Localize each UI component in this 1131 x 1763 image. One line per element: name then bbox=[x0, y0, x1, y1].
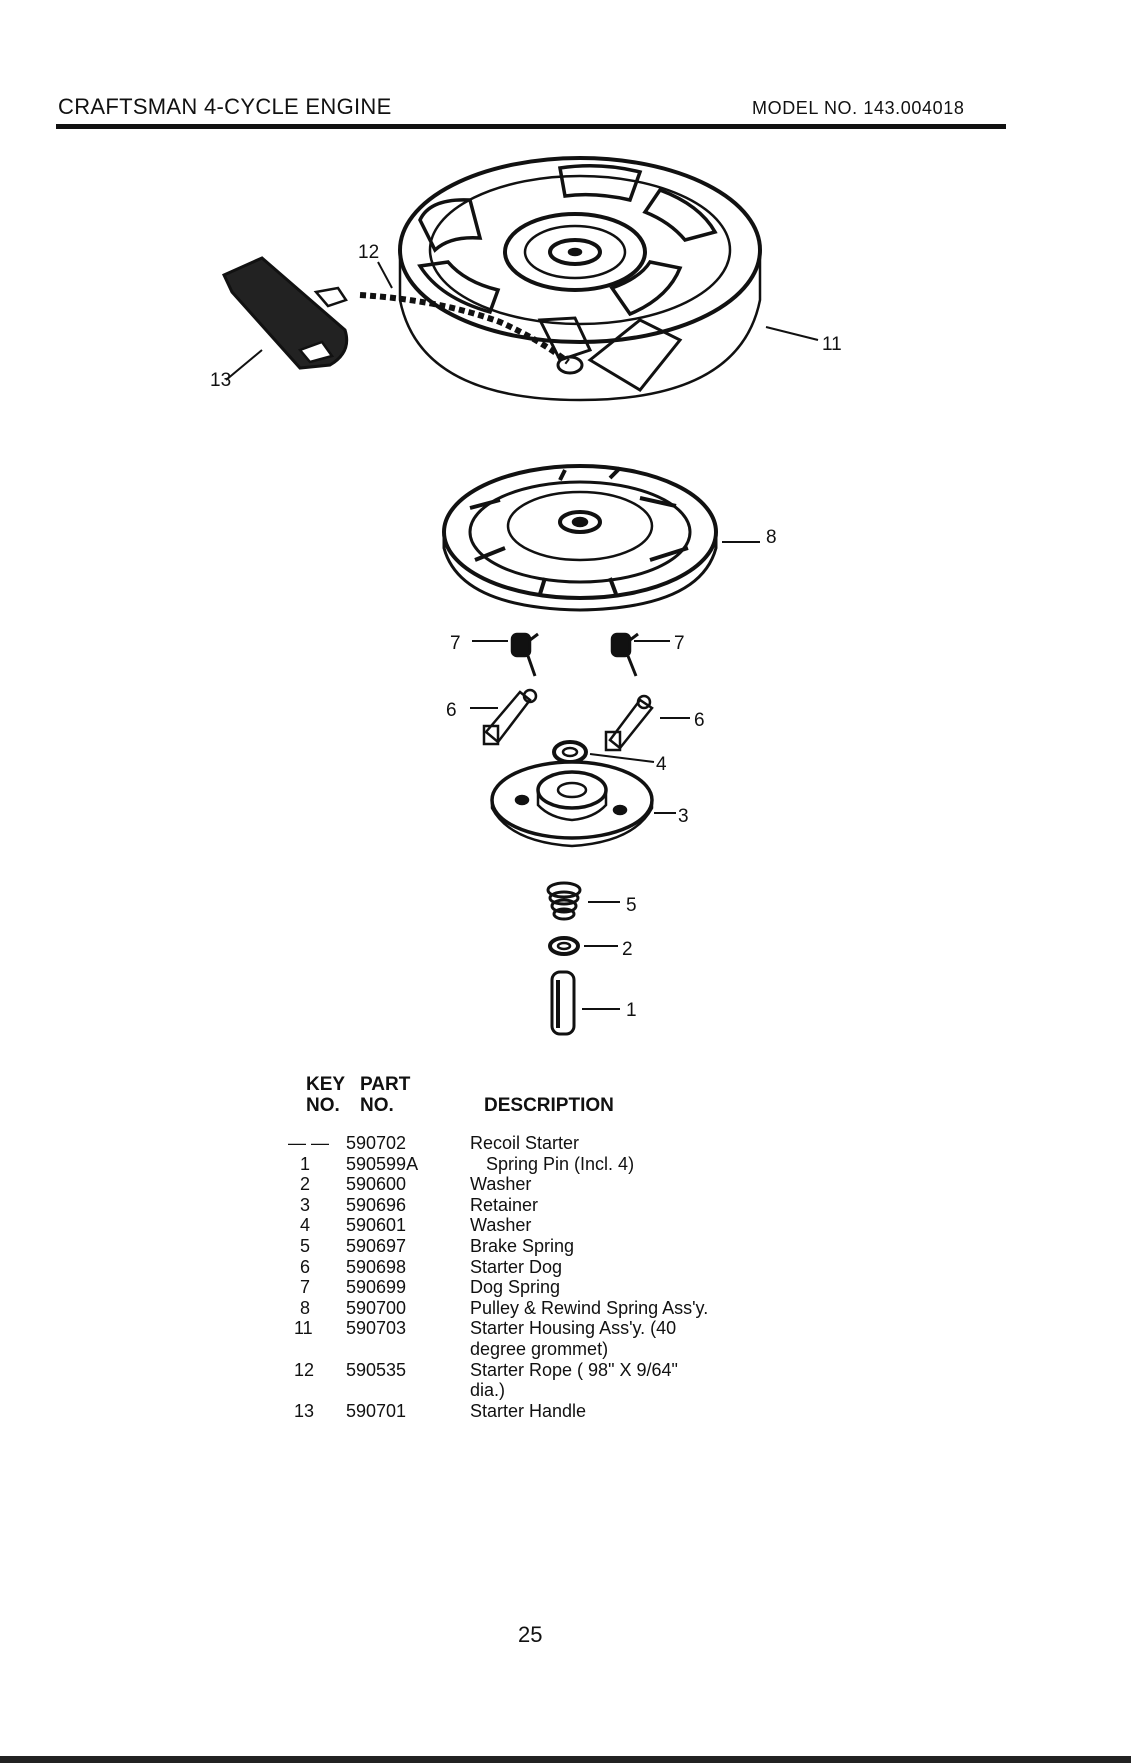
part-description: Washer bbox=[470, 1215, 532, 1236]
part-description: Washer bbox=[470, 1174, 532, 1195]
scan-bottom-edge bbox=[0, 1756, 1131, 1763]
part-description: Pulley & Rewind Spring Ass'y. bbox=[470, 1297, 709, 1318]
parts-row: 13 590701 Starter Handle bbox=[286, 1401, 770, 1422]
part-description: Dog Spring bbox=[470, 1277, 561, 1298]
callout-5: 5 bbox=[626, 895, 637, 916]
parts-row: 1 590599A Spring Pin (Incl. 4) bbox=[286, 1154, 770, 1175]
callout-numbers: 12 13 11 8 7 7 6 6 4 3 5 2 1 bbox=[210, 242, 842, 1021]
starter-dog-right-illustration bbox=[604, 694, 654, 752]
part-description: Spring Pin (Incl. 4) bbox=[486, 1153, 635, 1174]
key-no: 2 bbox=[300, 1174, 311, 1195]
part-no: 590697 bbox=[346, 1235, 407, 1256]
part-no: 590700 bbox=[346, 1297, 407, 1318]
header-rule bbox=[56, 124, 1006, 129]
key-no: 7 bbox=[300, 1277, 311, 1298]
part-no bbox=[346, 1380, 470, 1401]
key-no: 11 bbox=[294, 1318, 313, 1339]
callout-13: 13 bbox=[210, 370, 231, 391]
part-description: Starter Housing Ass'y. (40 bbox=[470, 1318, 677, 1339]
part-description: Starter Handle bbox=[470, 1400, 587, 1421]
page-number: 25 bbox=[518, 1622, 543, 1647]
leader-lines bbox=[225, 261, 819, 1010]
part-no: 590703 bbox=[346, 1318, 407, 1339]
part-no-header: PART NO. bbox=[360, 1074, 410, 1116]
part-description: Recoil Starter bbox=[470, 1133, 580, 1153]
key-no: 3 bbox=[300, 1194, 311, 1215]
key-no: 6 bbox=[300, 1256, 311, 1277]
model-number: MODEL NO. 143.004018 bbox=[752, 98, 965, 118]
part-description: Brake Spring bbox=[470, 1235, 575, 1256]
dog-spring-right-illustration bbox=[610, 632, 639, 677]
starter-dog-left-illustration bbox=[482, 688, 538, 746]
callout-11: 11 bbox=[822, 334, 842, 355]
exploded-parts-diagram: 12 13 11 8 7 7 6 6 4 3 5 2 1 bbox=[210, 156, 842, 1036]
parts-row-continuation: dia.) bbox=[286, 1380, 770, 1401]
manual-title: CRAFTSMAN 4-CYCLE ENGINE bbox=[58, 94, 392, 119]
starter-handle-illustration bbox=[221, 256, 349, 370]
description-header: DESCRIPTION bbox=[484, 1095, 614, 1116]
part-no: 590599A bbox=[346, 1153, 419, 1174]
key-no: 4 bbox=[300, 1215, 311, 1236]
parts-row: 7 590699 Dog Spring bbox=[286, 1277, 770, 1298]
parts-row: 3 590696 Retainer bbox=[286, 1195, 770, 1216]
key-no: 1 bbox=[300, 1153, 311, 1174]
part-no: 590698 bbox=[346, 1256, 407, 1277]
washer-2-illustration bbox=[548, 936, 580, 956]
part-no: 590701 bbox=[346, 1400, 407, 1421]
callout-3: 3 bbox=[678, 806, 689, 827]
part-description: dia.) bbox=[470, 1380, 506, 1401]
parts-row: 12 590535 Starter Rope ( 98" X 9/64" bbox=[286, 1360, 770, 1381]
part-no: 590699 bbox=[346, 1277, 407, 1298]
callout-4: 4 bbox=[656, 754, 667, 775]
part-no: 590535 bbox=[346, 1359, 407, 1380]
part-no: 590601 bbox=[346, 1215, 407, 1236]
part-description: degree grommet) bbox=[470, 1338, 609, 1359]
callout-6-left: 6 bbox=[446, 700, 457, 721]
callout-2: 2 bbox=[622, 939, 633, 960]
key-no: 13 bbox=[294, 1400, 315, 1421]
parts-row: 8 590700 Pulley & Rewind Spring Ass'y. bbox=[286, 1298, 770, 1319]
parts-row: 5 590697 Brake Spring bbox=[286, 1236, 770, 1257]
starter-housing-illustration bbox=[398, 156, 762, 402]
part-no: 590696 bbox=[346, 1194, 407, 1215]
part-header-line1: PART bbox=[360, 1074, 411, 1095]
key-no: 12 bbox=[294, 1359, 315, 1380]
parts-row: 2 590600 Washer bbox=[286, 1174, 770, 1195]
key-no: 8 bbox=[300, 1297, 311, 1318]
dog-spring-left-illustration bbox=[510, 632, 539, 677]
spring-pin-illustration bbox=[550, 970, 576, 1036]
key-no: 5 bbox=[300, 1235, 311, 1256]
parts-row: — — 590702 Recoil Starter bbox=[286, 1133, 770, 1154]
key-no bbox=[286, 1339, 346, 1360]
callout-12: 12 bbox=[358, 242, 379, 263]
callout-1: 1 bbox=[626, 1000, 637, 1021]
part-no: 590600 bbox=[346, 1174, 407, 1195]
part-description: Starter Dog bbox=[470, 1256, 563, 1277]
parts-row: 6 590698 Starter Dog bbox=[286, 1257, 770, 1278]
callout-8: 8 bbox=[766, 527, 777, 548]
washer-4-illustration bbox=[552, 740, 588, 764]
brake-spring-illustration bbox=[546, 881, 582, 921]
key-no-header: KEY NO. bbox=[306, 1074, 345, 1116]
key-no bbox=[286, 1380, 346, 1401]
parts-row: 11 590703 Starter Housing Ass'y. (40 bbox=[286, 1318, 770, 1339]
part-description: Retainer bbox=[470, 1194, 539, 1215]
part-header-line2: NO. bbox=[360, 1095, 394, 1116]
part-no: 590702 bbox=[346, 1133, 407, 1153]
key-header-line1: KEY bbox=[306, 1074, 346, 1095]
parts-row-continuation: degree grommet) bbox=[286, 1339, 770, 1360]
key-no: — — bbox=[288, 1133, 330, 1153]
key-header-line2: NO. bbox=[306, 1095, 340, 1116]
starter-rope-illustration bbox=[359, 292, 570, 365]
part-no bbox=[346, 1339, 470, 1360]
retainer-illustration bbox=[490, 760, 654, 848]
pulley-illustration bbox=[442, 464, 718, 612]
callout-7-right: 7 bbox=[674, 633, 685, 654]
parts-list: — — 590702 Recoil Starter 1 590599A Spri… bbox=[286, 1133, 770, 1421]
callout-7-left: 7 bbox=[450, 633, 461, 654]
part-description: Starter Rope ( 98" X 9/64" bbox=[470, 1359, 678, 1380]
parts-row: 4 590601 Washer bbox=[286, 1215, 770, 1236]
callout-6-right: 6 bbox=[694, 710, 705, 731]
